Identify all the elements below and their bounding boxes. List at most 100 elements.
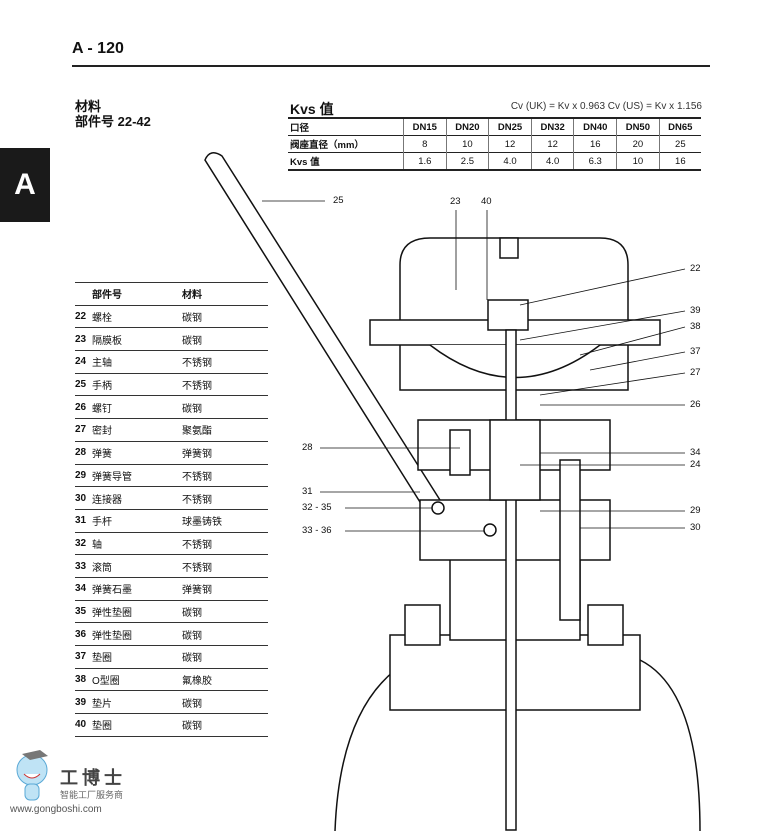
callout-27: 27 bbox=[690, 367, 701, 378]
part-name: 隔膜板 bbox=[92, 335, 122, 347]
part-number: 37 bbox=[75, 651, 87, 663]
part-material: 碳钢 bbox=[182, 607, 202, 619]
section-subtitle: 部件号 22-42 bbox=[75, 114, 151, 129]
part-number: 38 bbox=[75, 674, 87, 686]
part-material: 不锈钢 bbox=[182, 358, 212, 370]
part-number: 35 bbox=[75, 605, 87, 617]
kvs-row-label: Kvs 值 bbox=[288, 152, 404, 171]
part-number: 29 bbox=[75, 469, 87, 481]
part-number: 34 bbox=[75, 583, 87, 595]
part-material: 碳钢 bbox=[182, 630, 202, 642]
part-material: 弹簧钢 bbox=[182, 449, 212, 461]
part-material: 不锈钢 bbox=[182, 494, 212, 506]
part-number: 30 bbox=[75, 492, 87, 504]
kvs-cell: DN15 bbox=[403, 117, 447, 136]
connector bbox=[559, 459, 581, 621]
header-rule bbox=[72, 65, 710, 67]
part-name: 密封 bbox=[92, 426, 112, 438]
part-material: 不锈钢 bbox=[182, 562, 212, 574]
part-name: 螺栓 bbox=[92, 313, 112, 325]
pin bbox=[431, 501, 445, 515]
bonnet-nut-left bbox=[404, 604, 441, 646]
callout-38: 38 bbox=[690, 321, 701, 332]
kvs-cell: 6.3 bbox=[573, 152, 617, 171]
bonnet-nut-right bbox=[587, 604, 624, 646]
callout-29: 29 bbox=[690, 505, 701, 516]
part-material: 碳钢 bbox=[182, 721, 202, 733]
spring bbox=[489, 419, 541, 501]
part-name: 轴 bbox=[92, 539, 102, 551]
part-name: 弹性垫圈 bbox=[92, 607, 132, 619]
logo-url: www.gongboshi.com bbox=[10, 804, 102, 815]
callout-28: 28 bbox=[302, 442, 313, 453]
top-bolt bbox=[499, 237, 519, 259]
part-name: 弹簧导管 bbox=[92, 471, 132, 483]
callout-22: 22 bbox=[690, 263, 701, 274]
mascot-icon bbox=[16, 750, 48, 801]
callout-39: 39 bbox=[690, 305, 701, 316]
callout-26: 26 bbox=[690, 399, 701, 410]
kvs-cell: 2.5 bbox=[445, 152, 489, 171]
logo-name: 工博士 bbox=[60, 768, 126, 789]
parts-header-material: 材料 bbox=[182, 290, 202, 302]
section-tab: A bbox=[0, 148, 50, 222]
section-heading: 材料 部件号 22-42 bbox=[75, 99, 151, 129]
part-material: 弹簧钢 bbox=[182, 585, 212, 597]
part-material: 碳钢 bbox=[182, 403, 202, 415]
callout-34: 34 bbox=[690, 447, 701, 458]
part-material: 碳钢 bbox=[182, 313, 202, 325]
kvs-cell: 4.0 bbox=[530, 152, 574, 171]
kvs-cell: 8 bbox=[403, 135, 447, 153]
kvs-cell: 16 bbox=[573, 135, 617, 153]
stem bbox=[505, 329, 517, 831]
page-number: A - 120 bbox=[72, 40, 124, 57]
kvs-cell: 4.0 bbox=[488, 152, 532, 171]
callout-31: 31 bbox=[302, 486, 313, 497]
part-material: 球墨铸铁 bbox=[182, 517, 222, 529]
part-material: 碳钢 bbox=[182, 653, 202, 665]
part-name: 主轴 bbox=[92, 358, 112, 370]
part-number: 28 bbox=[75, 447, 87, 459]
handle-lever bbox=[204, 152, 442, 512]
roller bbox=[483, 523, 497, 537]
part-number: 39 bbox=[75, 696, 87, 708]
part-material: 不锈钢 bbox=[182, 539, 212, 551]
part-name: 螺钉 bbox=[92, 403, 112, 415]
parts-header: 部件号 材料 bbox=[75, 282, 268, 306]
part-number: 33 bbox=[75, 560, 87, 572]
part-name: 手柄 bbox=[92, 381, 112, 393]
kvs-cell: 10 bbox=[616, 152, 660, 171]
part-name: 垫片 bbox=[92, 698, 112, 710]
part-material: 氟橡胶 bbox=[182, 676, 212, 688]
logo-tagline: 智能工厂服务商 bbox=[60, 790, 124, 800]
kvs-cell: DN65 bbox=[658, 117, 701, 136]
part-material: 不锈钢 bbox=[182, 471, 212, 483]
parts-header-name: 部件号 bbox=[92, 290, 122, 302]
callout-40: 40 bbox=[481, 196, 492, 207]
part-name: 弹性垫圈 bbox=[92, 630, 132, 642]
part-name: O型圈 bbox=[92, 676, 120, 688]
parts-row: 38 O型圈 氟橡胶 bbox=[75, 669, 268, 692]
kvs-cell: 25 bbox=[658, 135, 701, 153]
part-name: 垫圈 bbox=[92, 721, 112, 733]
part-name: 弹簧 bbox=[92, 449, 112, 461]
part-number: 25 bbox=[75, 379, 87, 391]
kvs-row-label: 口径 bbox=[288, 117, 404, 136]
kvs-cell: DN40 bbox=[573, 117, 617, 136]
kvs-cell: DN25 bbox=[488, 117, 532, 136]
